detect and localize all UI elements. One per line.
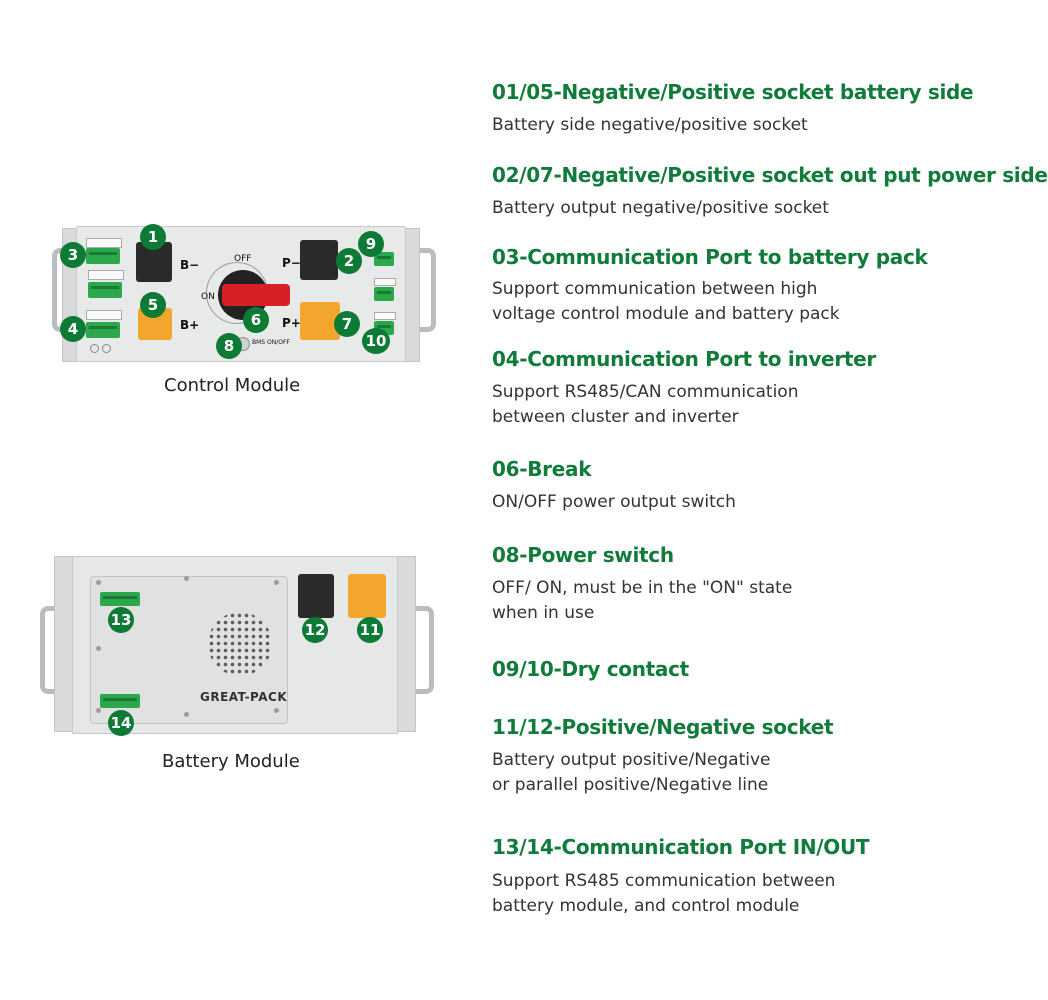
- badge-1: 1: [140, 224, 166, 250]
- screw-icon: [96, 646, 101, 651]
- item-02-07-heading: 02/07-Negative/Positive socket out put p…: [492, 163, 1048, 187]
- p-plus-label: P+: [282, 316, 301, 330]
- terminal-block-icon: [100, 694, 140, 708]
- item-08-desc-1: OFF/ ON, must be in the "ON" state: [492, 578, 793, 598]
- bms-label: BMS ON/OFF: [252, 339, 290, 346]
- speaker-grille-icon: [208, 612, 272, 676]
- badge-5: 5: [140, 292, 166, 318]
- item-06-heading: 06-Break: [492, 457, 592, 481]
- info-icon: [102, 344, 111, 353]
- badge-14: 14: [108, 710, 134, 736]
- item-11-12-desc-2: or parallel positive/Negative line: [492, 775, 769, 795]
- positive-socket-icon: [348, 574, 386, 618]
- switch-on-label: ON: [201, 292, 215, 302]
- screw-icon: [96, 708, 101, 713]
- terminal-block-icon: [86, 322, 120, 338]
- port-label-strip: [86, 238, 122, 248]
- badge-6: 6: [243, 307, 269, 333]
- badge-13: 13: [108, 607, 134, 633]
- b-plus-label: B+: [180, 318, 200, 332]
- break-handle: [222, 284, 290, 306]
- badge-7: 7: [334, 311, 360, 337]
- badge-8: 8: [216, 333, 242, 359]
- badge-9: 9: [358, 231, 384, 257]
- item-04-desc-2: between cluster and inverter: [492, 407, 739, 427]
- item-03-desc-2: voltage control module and battery pack: [492, 304, 840, 324]
- item-13-14-heading: 13/14-Communication Port IN/OUT: [492, 835, 870, 859]
- terminal-block-icon: [88, 282, 122, 298]
- terminal-block-icon: [86, 248, 120, 264]
- item-08-desc-2: when in use: [492, 603, 595, 623]
- item-11-12-desc-1: Battery output positive/Negative: [492, 750, 771, 770]
- b-minus-label: B−: [180, 258, 200, 272]
- screw-icon: [274, 580, 279, 585]
- item-13-14-desc-1: Support RS485 communication between: [492, 871, 836, 891]
- dry-contact-terminal-icon: [374, 252, 394, 266]
- switch-off-label: OFF: [234, 254, 252, 264]
- port-label-strip: [374, 278, 396, 286]
- item-11-12-heading: 11/12-Positive/Negative socket: [492, 715, 834, 739]
- badge-11: 11: [357, 617, 383, 643]
- item-01-05-desc: Battery side negative/positive socket: [492, 115, 808, 135]
- screw-icon: [274, 708, 279, 713]
- p-minus-label: P−: [282, 256, 301, 270]
- terminal-block-icon: [100, 592, 140, 606]
- battery-module-caption: Battery Module: [162, 751, 300, 772]
- terminal-block-icon: [374, 287, 394, 301]
- item-04-heading: 04-Communication Port to inverter: [492, 347, 876, 371]
- p-plus-socket-icon: [300, 302, 340, 340]
- item-01-05-heading: 01/05-Negative/Positive socket battery s…: [492, 80, 974, 104]
- item-04-desc-1: Support RS485/CAN communication: [492, 382, 799, 402]
- badge-2: 2: [336, 248, 362, 274]
- screw-icon: [96, 580, 101, 585]
- item-03-desc-1: Support communication between high: [492, 279, 818, 299]
- item-13-14-desc-2: battery module, and control module: [492, 896, 800, 916]
- brand-logo: GREAT-PACK: [200, 690, 288, 704]
- port-label-strip: [374, 312, 396, 320]
- badge-10: 10: [362, 328, 390, 354]
- screw-icon: [184, 576, 189, 581]
- item-08-heading: 08-Power switch: [492, 543, 674, 567]
- badge-12: 12: [302, 617, 328, 643]
- p-minus-socket-icon: [300, 240, 338, 280]
- port-label-strip: [86, 310, 122, 320]
- screw-icon: [184, 712, 189, 717]
- negative-socket-icon: [298, 574, 334, 618]
- item-02-07-desc: Battery output negative/positive socket: [492, 198, 829, 218]
- item-06-desc: ON/OFF power output switch: [492, 492, 736, 512]
- control-module-caption: Control Module: [164, 375, 301, 396]
- item-03-heading: 03-Communication Port to battery pack: [492, 245, 928, 269]
- badge-4: 4: [60, 316, 86, 342]
- port-label-strip: [88, 270, 124, 280]
- badge-3: 3: [60, 242, 86, 268]
- ground-icon: [90, 344, 99, 353]
- item-09-10-heading: 09/10-Dry contact: [492, 657, 689, 681]
